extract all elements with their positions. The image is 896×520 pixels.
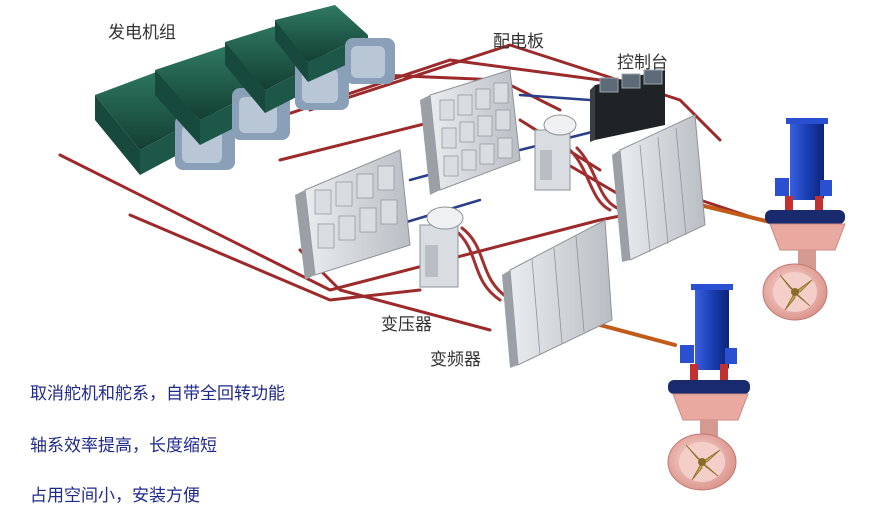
converter-rear: [612, 115, 705, 262]
feature-item-2: 轴系效率提高，长度缩短: [30, 431, 217, 456]
switchboard-rear: [420, 70, 520, 195]
label-switchboard: 配电板: [493, 32, 544, 52]
cable-to-thruster-upper: [700, 205, 770, 222]
label-transformer: 变压器: [381, 315, 432, 335]
label-console: 控制台: [617, 53, 668, 73]
cable-bundle-1: [455, 230, 500, 300]
pod-thruster-upper: [763, 118, 845, 320]
switchboard-front: [295, 150, 410, 280]
cable-red-5: [280, 120, 440, 160]
cable-to-thruster-lower: [600, 325, 675, 345]
feature-item-1: 取消舵机和舵系，自带全回转功能: [30, 379, 285, 404]
feature-item-3: 占用空间小，安装方便: [30, 481, 200, 506]
label-generator-set: 发电机组: [108, 23, 176, 43]
pod-thruster-lower: [668, 284, 750, 490]
label-converter: 变频器: [430, 350, 481, 370]
cable-blue-3: [520, 95, 590, 100]
transformer-front: [420, 207, 463, 287]
cable-bundle-3: [570, 150, 610, 210]
transformer-rear: [535, 115, 576, 190]
control-console: [590, 70, 665, 142]
